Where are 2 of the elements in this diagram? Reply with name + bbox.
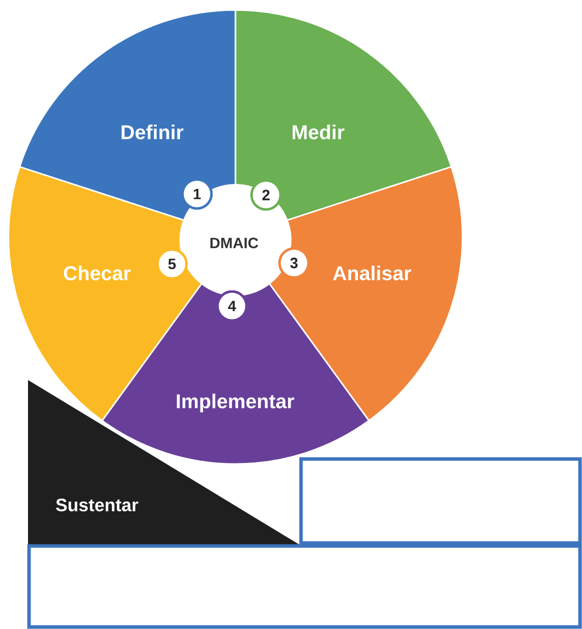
empty-box — [27, 544, 582, 629]
empty-box — [299, 457, 582, 545]
